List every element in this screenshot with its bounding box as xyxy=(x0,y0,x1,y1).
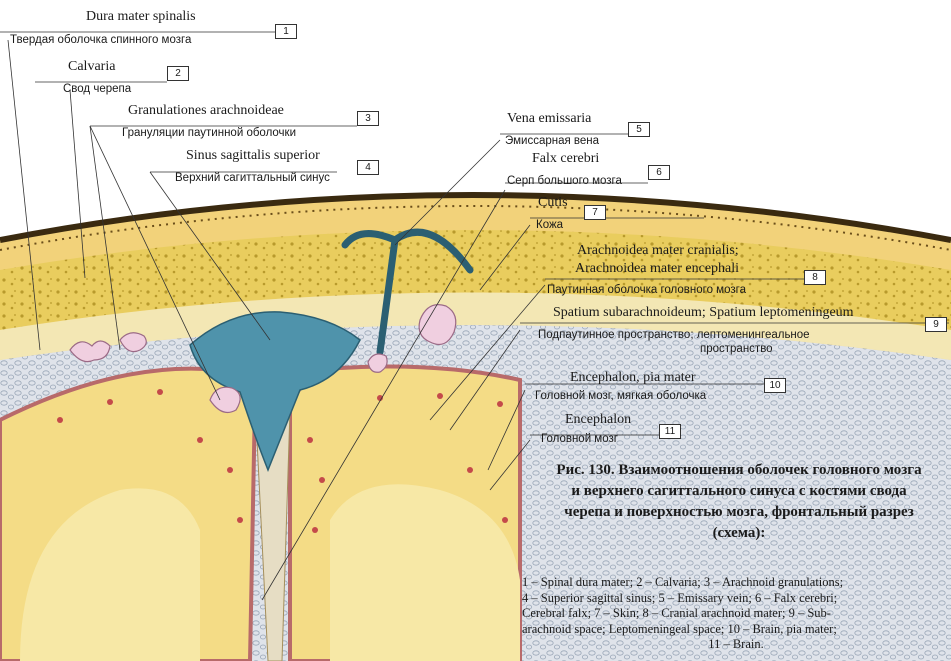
label-4-latin: Sinus sagittalis superior xyxy=(186,149,320,163)
caption-title-line-1: Рис. 130. Взаимоотношения оболочек голов… xyxy=(530,460,948,481)
label-9-number: 9 xyxy=(925,317,947,332)
label-10-latin: Encephalon, pia mater xyxy=(570,371,696,385)
label-6-russian: Серп большого мозга xyxy=(507,176,622,188)
label-8-number: 8 xyxy=(804,270,826,285)
label-4-russian: Верхний сагиттальный синус xyxy=(175,173,330,185)
label-6-number: 6 xyxy=(648,165,670,180)
label-7-number: 7 xyxy=(584,205,606,220)
label-2-number: 2 xyxy=(167,66,189,81)
caption-legend-line-3: Cerebral falx; 7 – Skin; 8 – Cranial ara… xyxy=(522,606,950,622)
label-8-latin-line1: Arachnoidea mater cranialis; xyxy=(577,244,739,258)
figure-caption-legend: 1 – Spinal dura mater; 2 – Calvaria; 3 –… xyxy=(522,575,950,653)
caption-title-line-2: и верхнего сагиттального синуса с костям… xyxy=(530,481,948,502)
label-11-latin: Encephalon xyxy=(565,413,631,427)
label-3-number: 3 xyxy=(357,111,379,126)
label-9-russian-line2: пространство xyxy=(700,344,773,356)
label-9-latin: Spatium subarachnoideum; Spatium leptome… xyxy=(553,306,854,320)
label-5-number: 5 xyxy=(628,122,650,137)
label-5-latin: Vena emissaria xyxy=(507,112,591,126)
label-11-russian: Головной мозг xyxy=(541,434,618,446)
label-10-number: 10 xyxy=(764,378,786,393)
figure-caption-title: Рис. 130. Взаимоотношения оболочек голов… xyxy=(530,460,948,544)
label-7-latin: Cutis xyxy=(538,196,568,210)
caption-title-line-4: (схема): xyxy=(530,523,948,544)
caption-legend-line-2: 4 – Superior sagittal sinus; 5 – Emissar… xyxy=(522,591,950,607)
label-10-russian: Головной мозг, мягкая оболочка xyxy=(535,391,706,403)
label-8-latin-line2: Arachnoidea mater encephali xyxy=(575,262,739,276)
caption-legend-line-1: 1 – Spinal dura mater; 2 – Calvaria; 3 –… xyxy=(522,575,950,591)
label-1-russian: Твердая оболочка спинного мозга xyxy=(10,35,191,47)
label-8-russian: Паутинная оболочка головного мозга xyxy=(547,285,746,297)
label-2-russian: Свод черепа xyxy=(63,84,131,96)
label-3-russian: Грануляции паутинной оболочки xyxy=(122,128,296,140)
label-1-number: 1 xyxy=(275,24,297,39)
label-3-latin: Granulationes arachnoideae xyxy=(128,104,284,118)
label-2-latin: Calvaria xyxy=(68,60,115,74)
label-5-russian: Эмиссарная вена xyxy=(505,136,599,148)
caption-legend-line-4: arachnoid space; Leptomeningeal space; 1… xyxy=(522,622,950,638)
caption-legend-line-5: 11 – Brain. xyxy=(522,637,950,653)
label-6-latin: Falx cerebri xyxy=(532,152,599,166)
label-11-number: 11 xyxy=(659,424,681,439)
label-7-russian: Кожа xyxy=(536,220,563,232)
label-4-number: 4 xyxy=(357,160,379,175)
label-9-russian-line1: Подпаутинное пространство; лептоменингеа… xyxy=(538,330,810,342)
caption-title-line-3: черепа и поверхностью мозга, фронтальный… xyxy=(530,502,948,523)
label-1-latin: Dura mater spinalis xyxy=(86,10,196,24)
